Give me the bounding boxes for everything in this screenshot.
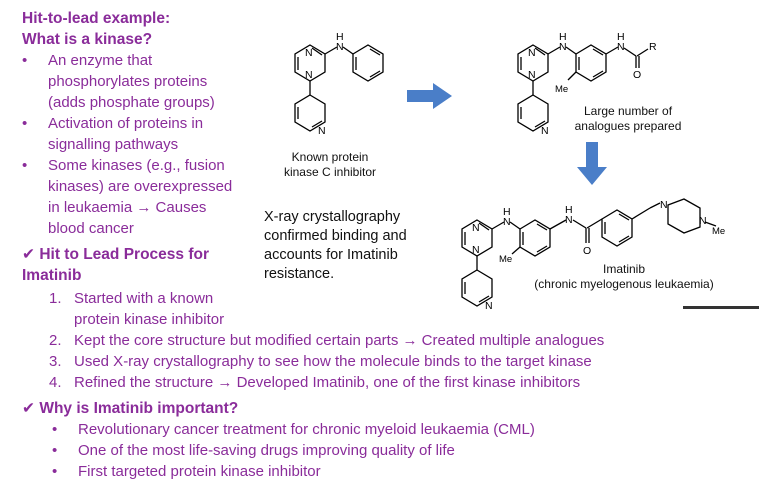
xray-line: confirmed binding and <box>264 228 407 244</box>
step-number: 1. <box>49 290 62 307</box>
atom-o: O <box>583 245 591 257</box>
bullet-text: An enzyme that <box>48 52 153 69</box>
bullet-text: First targeted protein kinase inhibitor <box>78 463 321 480</box>
atom-n: N <box>660 199 668 211</box>
process-heading-text: Hit to Lead Process for <box>39 246 209 263</box>
known-inhibitor-structure <box>294 44 384 132</box>
bullet-dot: • <box>22 115 28 132</box>
atom-n: N <box>472 244 480 256</box>
caption-line: Imatinib <box>602 262 646 276</box>
bullet-text: One of the most life-saving drugs improv… <box>78 442 455 459</box>
check-icon: ✔ <box>22 400 35 417</box>
bullet-text: Revolutionary cancer treatment for chron… <box>78 421 535 438</box>
atom-n: N <box>336 41 344 53</box>
atom-n: N <box>305 47 313 59</box>
atom-h: H <box>336 31 344 43</box>
bullet-dot: • <box>52 442 58 459</box>
caption-line: analogues prepared <box>574 119 682 133</box>
atom-n: N <box>528 47 536 59</box>
step-text: Used X-ray crystallography to see how th… <box>74 353 592 370</box>
bullet-dot: • <box>52 421 58 438</box>
process-heading: ✔ Hit to Lead Process for Imatinib <box>22 244 209 286</box>
process-step-3: 3. Used X-ray crystallography to see how… <box>49 351 592 372</box>
caption-line: Known protein <box>291 150 369 164</box>
divider-bar <box>683 306 759 309</box>
atom-h: H <box>503 206 511 218</box>
xray-line: accounts for Imatinib <box>264 247 398 263</box>
atom-n: N <box>617 41 625 53</box>
atom-n: N <box>699 215 707 227</box>
step-number: 3. <box>49 353 62 370</box>
atom-n: N <box>305 69 313 81</box>
atom-h: H <box>617 31 625 43</box>
process-step-4: 4. Refined the structure → Developed Ima… <box>49 372 580 393</box>
analogue-structure <box>517 44 649 132</box>
xray-note: X-ray crystallography confirmed binding … <box>264 208 442 284</box>
known-inhibitor-caption: Known protein kinase C inhibitor <box>270 150 390 180</box>
atom-h: H <box>565 204 573 216</box>
atom-me: Me <box>499 254 512 265</box>
atom-n: N <box>559 41 567 53</box>
bullet-dot: • <box>52 463 58 480</box>
process-heading-text-2: Imatinib <box>22 267 82 284</box>
importance-heading-text: Why is Imatinib important? <box>39 400 239 417</box>
page-title: Hit-to-lead example: What is a kinase? <box>22 8 170 50</box>
atom-n: N <box>565 214 573 226</box>
bullet-dot: • <box>22 157 28 174</box>
atom-r: R <box>649 41 657 53</box>
step-text: Started with a known <box>74 290 214 307</box>
atom-me: Me <box>555 84 568 95</box>
bullet-text: (adds phosphate groups) <box>48 94 215 111</box>
imatinib-structure <box>461 198 717 307</box>
check-icon: ✔ <box>22 246 35 263</box>
bullet-text: kinases) are overexpressed <box>48 178 233 195</box>
atom-o: O <box>633 69 641 81</box>
analogues-caption: Large number of analogues prepared <box>568 104 688 134</box>
atom-h: H <box>559 31 567 43</box>
atom-n: N <box>541 125 549 137</box>
atom-n: N <box>485 300 493 312</box>
title-line-2: What is a kinase? <box>22 31 153 48</box>
caption-line: (chronic myelogenous leukaemia) <box>534 277 714 291</box>
atom-n: N <box>503 216 511 228</box>
atom-n: N <box>472 222 480 234</box>
atom-n: N <box>318 125 326 137</box>
step-number: 2. <box>49 332 62 349</box>
bullet-text: phosphorylates proteins <box>48 73 208 90</box>
title-line-1: Hit-to-lead example: <box>22 10 171 27</box>
step-text: Kept the core structure but modified cer… <box>74 332 605 349</box>
bullet-text: signalling pathways <box>48 136 179 153</box>
down-arrow-icon <box>577 142 607 185</box>
importance-heading: ✔ Why is Imatinib important? <box>22 398 238 419</box>
process-step-1: 1. Started with a known protein kinase i… <box>49 288 224 328</box>
imatinib-caption: Imatinib (chronic myelogenous leukaemia) <box>524 262 724 292</box>
atom-n: N <box>528 69 536 81</box>
step-number: 4. <box>49 374 62 391</box>
xray-line: resistance. <box>264 266 335 282</box>
bullet-text: in leukaemia → Causes <box>48 199 207 216</box>
bullet-dot: • <box>22 52 28 69</box>
caption-line: Large number of <box>583 104 673 118</box>
bullet-text: Activation of proteins in <box>48 115 204 132</box>
caption-line: kinase C inhibitor <box>283 165 377 179</box>
process-step-2: 2. Kept the core structure but modified … <box>49 330 604 351</box>
step-text: protein kinase inhibitor <box>74 311 225 328</box>
step-text: Refined the structure → Developed Imatin… <box>74 374 581 391</box>
xray-line: X-ray crystallography <box>264 209 401 225</box>
right-arrow-icon <box>407 83 452 109</box>
bullet-text: blood cancer <box>48 220 134 237</box>
atom-me: Me <box>712 226 725 237</box>
bullet-text: Some kinases (e.g., fusion <box>48 157 225 174</box>
